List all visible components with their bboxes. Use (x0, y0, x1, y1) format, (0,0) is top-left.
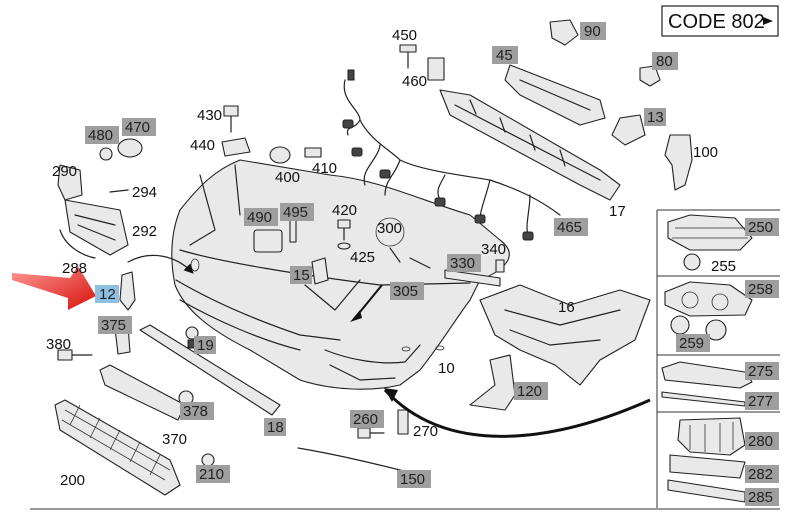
callout-378: 378 (183, 403, 208, 420)
plain-labels: 450 460 430 440 400 410 100 290 294 420 … (46, 27, 736, 489)
variant-ring-255 (683, 253, 701, 271)
callout-294: 294 (132, 184, 157, 201)
callout-255: 255 (711, 258, 736, 275)
callout-480: 480 (88, 127, 113, 144)
callout-13: 13 (647, 109, 664, 126)
callout-200: 200 (60, 472, 85, 489)
callout-450: 450 (392, 27, 417, 44)
upper-reinforcement (439, 89, 621, 201)
callout-277: 277 (748, 393, 773, 410)
callout-210: 210 (199, 466, 224, 483)
callout-410: 410 (312, 160, 337, 177)
callout-275: 275 (748, 363, 773, 380)
callout-270: 270 (413, 423, 438, 440)
callout-300: 300 (377, 220, 402, 237)
callout-460: 460 (402, 73, 427, 90)
variant-grille-280 (677, 417, 746, 456)
callout-90: 90 (584, 23, 601, 40)
callout-260: 260 (353, 411, 378, 428)
lower-trim-strip (139, 324, 281, 416)
callout-10: 10 (438, 360, 455, 377)
callout-490: 490 (247, 209, 272, 226)
callout-280: 280 (748, 433, 773, 450)
callout-380: 380 (46, 336, 71, 353)
callout-440: 440 (190, 137, 215, 154)
callout-400: 400 (275, 169, 300, 186)
callout-45: 45 (496, 47, 513, 64)
callout-100: 100 (693, 144, 718, 161)
callout-330: 330 (450, 255, 475, 272)
code-label-text: CODE 802 (668, 11, 765, 33)
callout-19: 19 (197, 337, 214, 354)
callout-15: 15 (293, 267, 310, 284)
code-arrow-icon (763, 17, 773, 25)
variant-panel (30, 209, 780, 510)
callout-290: 290 (52, 163, 77, 180)
callout-370: 370 (162, 431, 187, 448)
callout-labels: 90 45 80 470 480 13 490 495 465 250 15 3… (85, 22, 779, 506)
callout-305: 305 (393, 283, 418, 300)
top-bracket (504, 64, 606, 126)
highlight-arrow-icon (12, 266, 96, 310)
lower-bracket (469, 354, 516, 411)
callout-282: 282 (748, 466, 773, 483)
callout-80: 80 (656, 53, 673, 70)
callout-258: 258 (748, 281, 773, 298)
lower-grille (54, 399, 181, 496)
callout-340: 340 (481, 241, 506, 258)
callout-259: 259 (679, 335, 704, 352)
callout-292: 292 (132, 223, 157, 240)
variant-rings-259 (670, 315, 727, 341)
variant-grille-250 (667, 214, 753, 251)
variant-strip-285 (667, 479, 746, 503)
callout-430: 430 (197, 107, 222, 124)
callout-17: 17 (609, 203, 626, 220)
callout-250: 250 (748, 219, 773, 236)
right-brackets (549, 19, 693, 191)
callout-150: 150 (400, 471, 425, 488)
callout-420: 420 (332, 202, 357, 219)
highlighted-part-box (95, 285, 119, 303)
license-plate-bracket (99, 364, 186, 421)
wiring-harness (342, 69, 561, 241)
callout-288: 288 (62, 260, 87, 277)
callout-425: 425 (350, 249, 375, 266)
variant-grille-275 (661, 361, 753, 407)
code-label: CODE 802 (661, 5, 779, 37)
callout-12: 12 (99, 286, 116, 303)
variant-grille-282 (669, 454, 746, 479)
callout-465: 465 (557, 219, 582, 236)
callout-470: 470 (125, 119, 150, 136)
left-side-brackets (57, 164, 129, 259)
leader-arrows (127, 247, 651, 438)
callout-495: 495 (283, 204, 308, 221)
callout-16: 16 (558, 299, 575, 316)
callout-285: 285 (748, 489, 773, 506)
right-impact-bracket (479, 284, 651, 386)
callout-120: 120 (517, 383, 542, 400)
variant-grille-258 (664, 281, 753, 317)
callout-18: 18 (267, 419, 284, 436)
callout-375: 375 (101, 317, 126, 334)
